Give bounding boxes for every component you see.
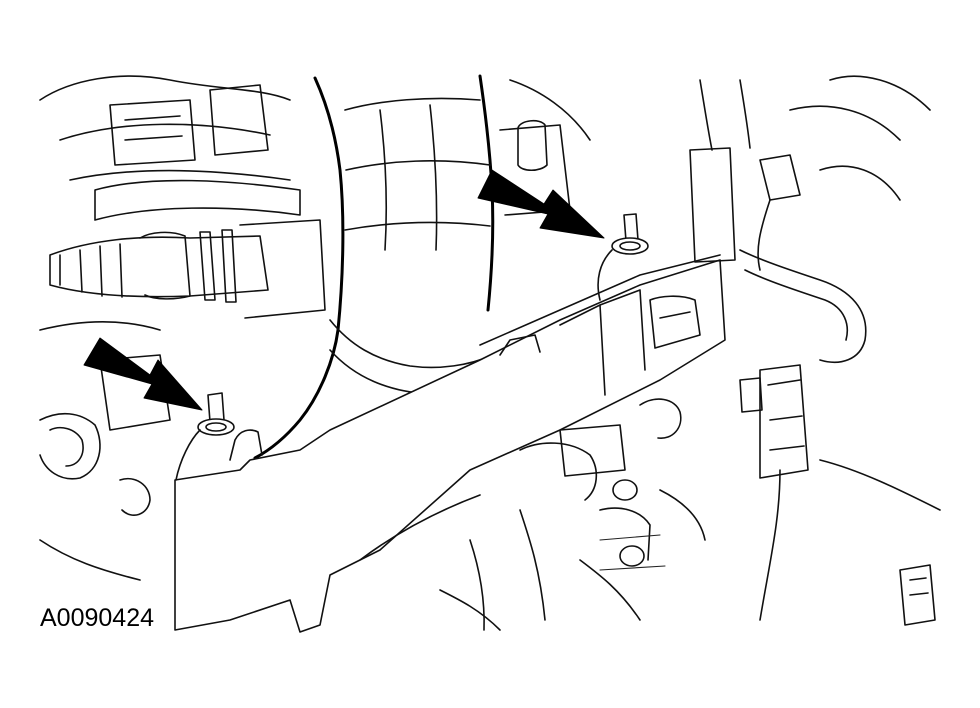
right-wiring-harness [689,75,941,626]
left-hose-assembly [39,75,326,616]
left-mounting-stud [175,392,235,481]
figure-id-label: A0090424 [40,604,155,632]
lower-engine-components [439,398,706,631]
left-callout-arrow [83,337,203,411]
right-mounting-stud [597,213,649,301]
right-callout-arrow [477,169,605,239]
engine-cover-bracket [174,254,726,633]
